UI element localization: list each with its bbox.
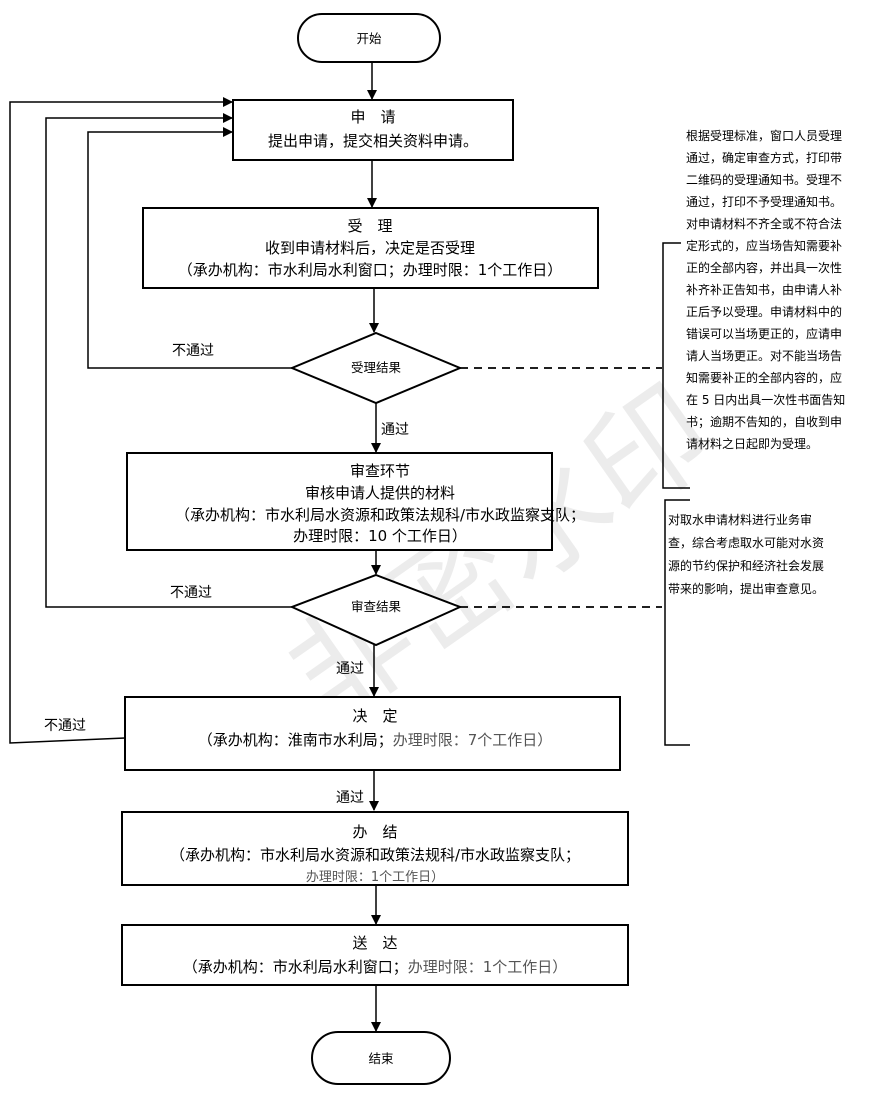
note-line: 请人当场更正。对不能当场告 bbox=[686, 349, 842, 363]
note-line: 源的节约保护和经济社会发展 bbox=[668, 558, 824, 573]
step-title: 送 达 bbox=[352, 934, 397, 952]
step-org-line: （承办机构：市水利局水利窗口；办理时限：1个工作日） bbox=[183, 958, 568, 976]
decision-review-result: 审查结果 bbox=[289, 573, 463, 647]
note-line: 知需要补正的全部内容的，应 bbox=[686, 370, 842, 385]
accept-note: 根据受理标准，窗口人员受理通过，确定审查方式，打印带二维码的受理通知书。受理不通… bbox=[686, 129, 845, 451]
note-line: 通过，确定审查方式，打印带 bbox=[686, 150, 842, 165]
note-line: 通过，打印不予受理通知书。 bbox=[686, 195, 842, 209]
decision-label: 审查结果 bbox=[351, 599, 402, 614]
note-line: 定形式的，应当场告知需要补 bbox=[686, 238, 842, 253]
step-decide: 决 定 （承办机构：淮南市水利局；办理时限：7个工作日） bbox=[124, 696, 621, 771]
edge-label-pass: 通过 bbox=[381, 422, 409, 438]
step-org: （承办机构：市水利局水资源和政策法规科/市水政监察支队； bbox=[170, 846, 580, 864]
step-review: 审查环节 审核申请人提供的材料 （承办机构：市水利局水资源和政策法规科/市水政监… bbox=[126, 452, 585, 551]
note-line: 对申请材料不齐全或不符合法 bbox=[686, 216, 842, 231]
step-title: 办 结 bbox=[352, 823, 397, 841]
note-line: 书；逾期不告知的，自收到申 bbox=[686, 414, 842, 429]
start-terminal: 开始 bbox=[297, 13, 441, 63]
decision-accept-result: 受理结果 bbox=[289, 331, 463, 405]
step-title: 受 理 bbox=[347, 217, 392, 235]
note-line: 正的全部内容，并出具一次性 bbox=[686, 260, 842, 275]
step-title: 审查环节 bbox=[350, 462, 410, 480]
start-label: 开始 bbox=[356, 31, 382, 46]
note-line: 正后予以受理。申请材料中的 bbox=[686, 304, 842, 319]
step-org: （承办机构：市水利局水资源和政策法规科/市水政监察支队； bbox=[175, 506, 585, 524]
end-label: 结束 bbox=[368, 1051, 394, 1066]
step-limit: 办理时限：7个工作日） bbox=[393, 731, 553, 749]
note-line: 错误可以当场更正的，应请申 bbox=[686, 326, 842, 341]
note-line: 在 5 日内出具一次性书面告知 bbox=[686, 393, 845, 407]
edge-label-fail: 不通过 bbox=[170, 585, 212, 601]
note-line: 带来的影响，提出审查意见。 bbox=[668, 581, 824, 596]
note-line: 根据受理标准，窗口人员受理 bbox=[686, 129, 842, 143]
step-desc: 收到申请材料后，决定是否受理 bbox=[265, 239, 475, 257]
step-limit: 办理时限：10 个工作日） bbox=[293, 527, 467, 545]
watermark: 非密水印 bbox=[265, 360, 738, 749]
note-line: 二维码的受理通知书。受理不 bbox=[686, 172, 842, 187]
step-title: 决 定 bbox=[352, 707, 397, 725]
edge-label-fail: 不通过 bbox=[44, 718, 86, 734]
edge-label-pass: 通过 bbox=[336, 661, 364, 677]
step-org: （承办机构：淮南市水利局； bbox=[198, 731, 393, 749]
step-finish: 办 结 （承办机构：市水利局水资源和政策法规科/市水政监察支队； 办理时限：1个… bbox=[121, 811, 629, 886]
note-bracket bbox=[664, 499, 690, 746]
decision-label: 受理结果 bbox=[351, 360, 402, 375]
step-deliver: 送 达 （承办机构：市水利局水利窗口；办理时限：1个工作日） bbox=[121, 924, 629, 986]
loop-arrow bbox=[45, 113, 292, 608]
step-org-line: （承办机构：淮南市水利局；办理时限：7个工作日） bbox=[198, 731, 553, 749]
loop-arrow bbox=[87, 127, 292, 369]
edge-label-fail: 不通过 bbox=[172, 343, 214, 359]
note-line: 请材料之日起即为受理。 bbox=[686, 437, 818, 451]
review-note: 对取水申请材料进行业务审查，综合考虑取水可能对水资源的节约保护和经济社会发展带来… bbox=[668, 512, 824, 596]
step-org: （承办机构：市水利局水利窗口； bbox=[183, 958, 408, 976]
end-terminal: 结束 bbox=[311, 1031, 451, 1085]
step-desc: 提出申请，提交相关资料申请。 bbox=[268, 132, 478, 150]
note-line: 补齐补正告知书，由申请人补 bbox=[686, 282, 842, 297]
step-limit: 办理时限：1个工作日） bbox=[408, 958, 568, 976]
step-apply: 申 请 提出申请，提交相关资料申请。 bbox=[232, 99, 514, 161]
step-limit: 办理时限：1个工作日） bbox=[306, 870, 444, 885]
note-line: 查，综合考虑取水可能对水资 bbox=[668, 535, 824, 550]
edge-label-pass: 通过 bbox=[336, 790, 364, 806]
step-title: 申 请 bbox=[350, 108, 395, 126]
loop-arrow bbox=[9, 97, 233, 744]
step-accept: 受 理 收到申请材料后，决定是否受理 （承办机构：市水利局水利窗口；办理时限：1… bbox=[142, 207, 599, 289]
note-line: 对取水申请材料进行业务审 bbox=[668, 512, 812, 527]
step-desc: 审核申请人提供的材料 bbox=[305, 484, 455, 502]
step-org: （承办机构：市水利局水利窗口；办理时限：1个工作日） bbox=[178, 261, 563, 279]
note-bracket bbox=[662, 242, 690, 489]
